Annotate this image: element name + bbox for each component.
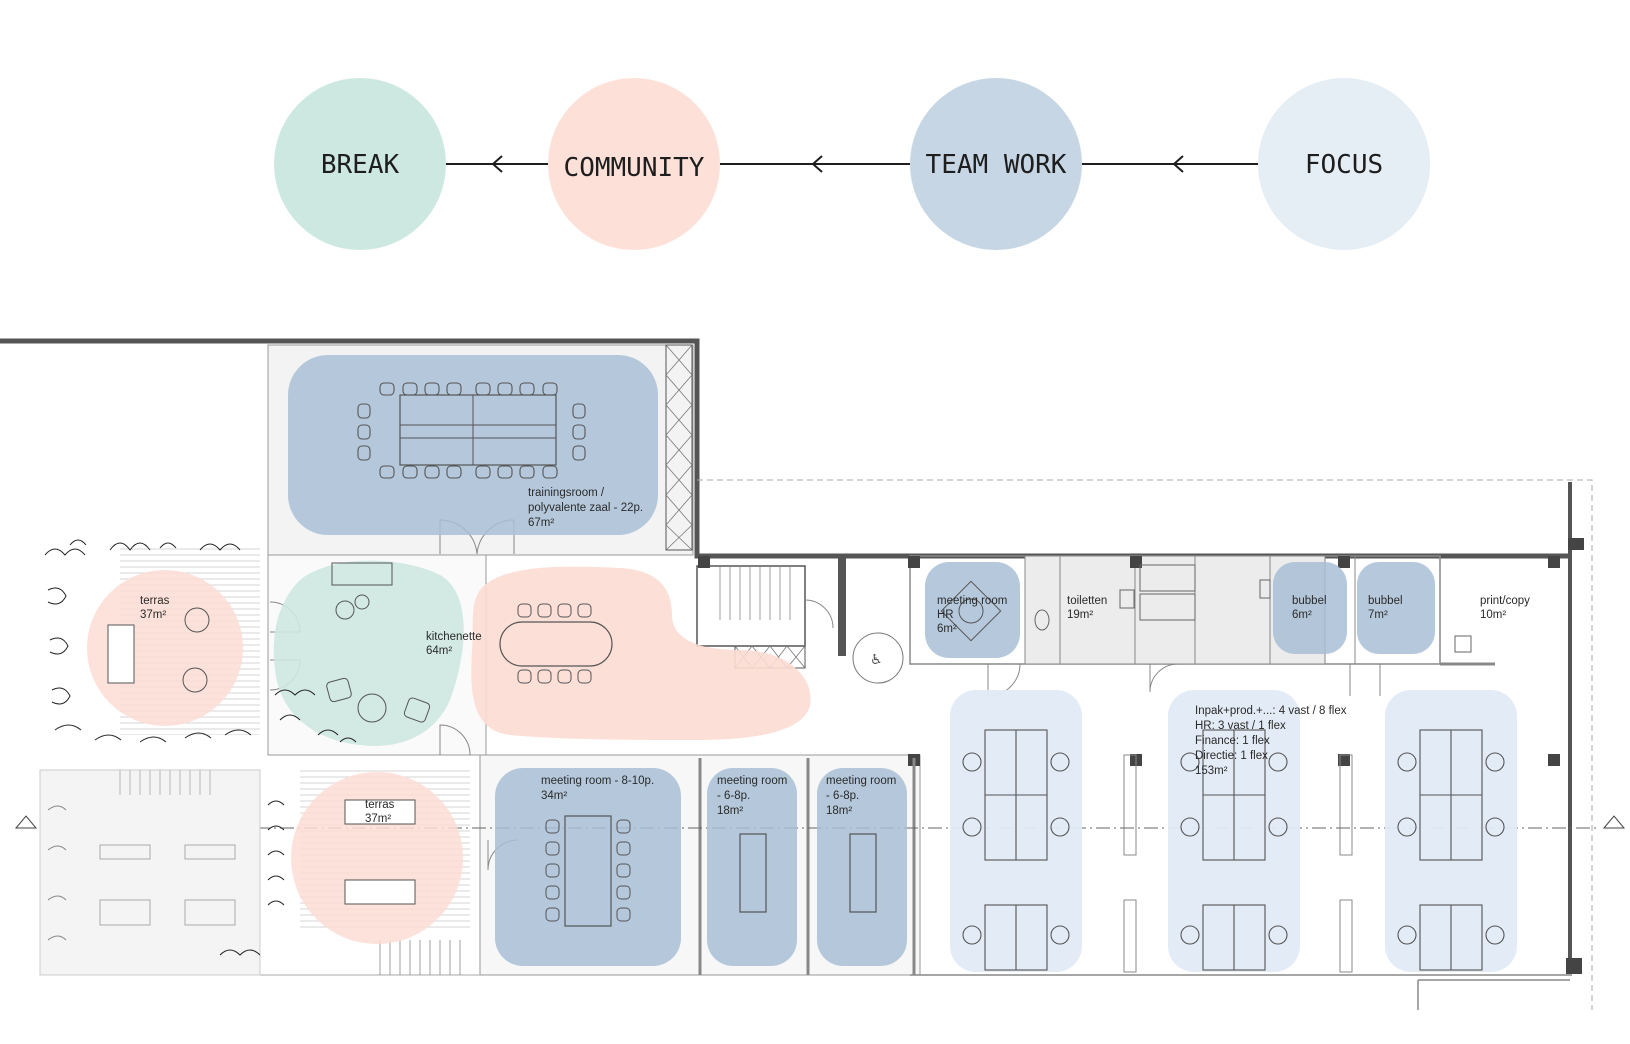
section-marker-icon <box>1602 815 1626 829</box>
label-toiletten: toiletten 19m² <box>1067 595 1110 621</box>
label-meeting-b: meeting room - 6-8p. 18m² <box>826 775 900 817</box>
floor-plan: ♿ trainingsroom / polyvalente zaal - 22p… <box>0 338 1626 1010</box>
zone-teamwork-meeting-a <box>707 768 797 966</box>
label-training: trainingsroom / polyvalente zaal - 22p. … <box>528 487 646 529</box>
arrow-left-icon <box>491 155 503 173</box>
flow-node-break: BREAK <box>274 78 446 250</box>
zone-teamwork-meeting-hr <box>925 562 1020 658</box>
flow-node-community-label: COMMUNITY <box>564 153 705 183</box>
arrow-left-icon <box>811 155 823 173</box>
arrow-left-icon <box>1172 155 1184 173</box>
label-bubbel-2: bubbel 7m² <box>1368 595 1406 621</box>
label-print-copy: print/copy 10m² <box>1480 595 1533 621</box>
flow-node-focus-label: FOCUS <box>1305 150 1383 180</box>
zone-teamwork-bubbel-2 <box>1357 562 1435 654</box>
label-meeting-large: meeting room - 8-10p. 34m² <box>541 775 657 802</box>
wheelchair-icon: ♿ <box>870 652 883 668</box>
meeting-b-table <box>849 833 877 913</box>
flow-node-community: COMMUNITY <box>548 78 720 250</box>
training-chairs <box>357 382 586 479</box>
label-openspace: Inpak+prod.+...: 4 vast / 8 flex HR: 3 v… <box>1195 705 1350 777</box>
dining-chairs <box>517 603 592 684</box>
label-terras-bottom: terras 37m² <box>365 799 398 825</box>
zone-community-terras-top <box>87 570 243 726</box>
dining-table <box>499 621 613 667</box>
meeting-a-table <box>739 833 767 913</box>
flow-node-teamwork-label: TEAM WORK <box>926 150 1067 180</box>
room-labels: trainingsroom / polyvalente zaal - 22p. … <box>140 487 1533 825</box>
zone-flow-diagram: BREAK COMMUNITY TEAM WORK FOCUS <box>274 78 1430 250</box>
zone-community-dining <box>471 566 811 740</box>
flow-node-break-label: BREAK <box>321 150 400 180</box>
zone-community-terras-bottom <box>291 772 463 944</box>
flow-connectors <box>446 155 1258 173</box>
flow-node-teamwork: TEAM WORK <box>910 78 1082 250</box>
zone-teamwork-bubbel-1 <box>1273 562 1347 654</box>
label-bubbel-1: bubbel 6m² <box>1292 595 1330 621</box>
meeting-large-table <box>564 815 612 927</box>
zone-teamwork-meeting-large <box>495 768 681 966</box>
desk-clusters <box>962 729 1505 971</box>
label-kitchenette: kitchenette 64m² <box>426 631 485 657</box>
label-meeting-hr: meeting room HR 6m² <box>937 595 1011 635</box>
label-meeting-a: meeting room - 6-8p. 18m² <box>717 775 791 817</box>
furniture <box>99 382 1505 971</box>
zone-teamwork-meeting-b <box>817 768 907 966</box>
sofa <box>331 562 393 586</box>
flow-node-focus: FOCUS <box>1258 78 1430 250</box>
label-terras-top: terras 37m² <box>140 595 173 621</box>
section-marker-icon <box>14 815 38 829</box>
planting <box>44 539 357 956</box>
